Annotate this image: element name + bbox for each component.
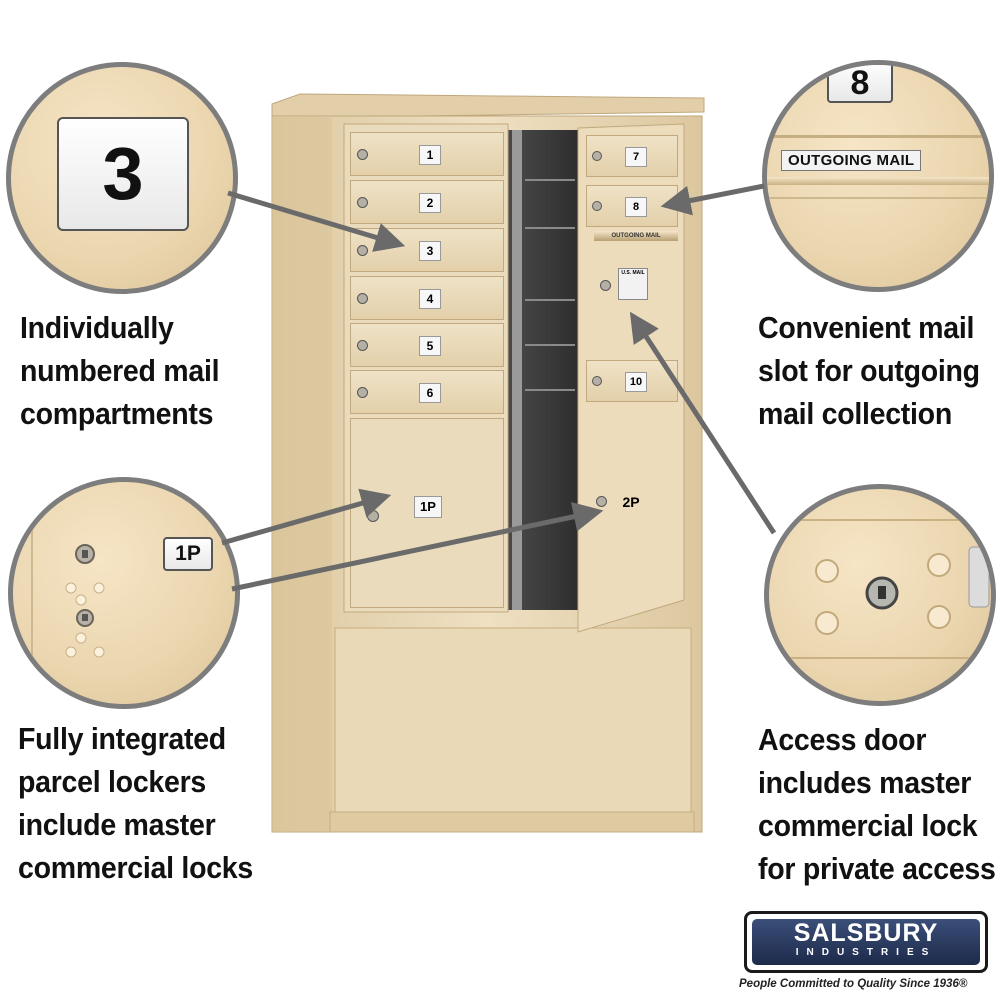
lock-icon: [357, 197, 368, 208]
lock-icon: [592, 376, 602, 386]
caption-outgoing-slot: Convenient mail slot for outgoing mail c…: [758, 310, 980, 431]
zoom-circle-access-lock: [764, 484, 996, 706]
zoom-compartment-number: 3: [57, 117, 189, 231]
lock-icon: [592, 151, 602, 161]
mail-compartment-door[interactable]: 7: [586, 135, 678, 177]
zoom-parcel-number: 1P: [163, 537, 213, 571]
compartment-number: 1: [419, 145, 441, 165]
zoom-circle-outgoing: 8 OUTGOING MAIL: [762, 60, 994, 292]
compartment-number: 3: [419, 241, 441, 261]
compartment-number: 8: [625, 197, 647, 217]
lock-and-rivets-icon: [65, 544, 105, 658]
panel-edge-top: [769, 519, 991, 521]
parcel-locker-2p-label: 2P: [622, 494, 640, 510]
parcel-2p-lock-icon: [596, 496, 607, 507]
access-door-lock-icon: [600, 280, 611, 291]
slot-edge: [767, 197, 989, 199]
lock-icon: [357, 387, 368, 398]
lock-icon: [357, 245, 368, 256]
lock-icon: [357, 340, 368, 351]
zoom-circle-compartment: 3: [6, 62, 238, 294]
panel-edge-bottom: [769, 657, 991, 659]
lock-icon: [357, 149, 368, 160]
zoom-outgoing-label: OUTGOING MAIL: [781, 150, 922, 171]
compartment-number: 5: [419, 336, 441, 356]
compartment-number: 7: [625, 147, 647, 167]
mail-compartment-door[interactable]: 4: [350, 276, 504, 320]
caption-access-door: Access door includes master commercial l…: [758, 722, 996, 886]
mail-compartment-door[interactable]: 2: [350, 180, 504, 224]
mail-compartment-door[interactable]: 3: [350, 228, 504, 272]
logo-brand-sub: INDUSTRIES: [795, 947, 937, 958]
parcel-lock-icon: [367, 510, 379, 522]
logo-brand-name: SALSBURY: [793, 919, 939, 947]
mail-compartment-door[interactable]: 8: [586, 185, 678, 227]
zoom-outgoing-number: 8: [827, 65, 893, 103]
door-divider: [767, 135, 989, 138]
compartment-number: 10: [625, 372, 647, 392]
mail-compartment-door[interactable]: 10: [586, 360, 678, 402]
mail-compartment-door[interactable]: 6: [350, 370, 504, 414]
salsbury-logo: SALSBURY INDUSTRIES: [744, 911, 988, 973]
usps-label: U.S. MAIL: [618, 268, 648, 300]
logo-plate: SALSBURY INDUSTRIES: [752, 919, 980, 965]
door-edge: [31, 482, 33, 704]
brand-tagline: People Committed to Quality Since 1936®: [739, 978, 968, 990]
zoom-circle-parcel: 1P: [8, 477, 240, 709]
outgoing-mail-slot[interactable]: OUTGOING MAIL: [594, 231, 678, 241]
compartment-number: 2: [419, 193, 441, 213]
mail-compartment-door[interactable]: 5: [350, 323, 504, 367]
caption-mail-compartments: Individually numbered mail compartments: [20, 310, 220, 431]
mail-compartment-door[interactable]: 1: [350, 132, 504, 176]
master-lock-icon: [815, 546, 990, 635]
compartment-number: 4: [419, 289, 441, 309]
lock-icon: [357, 293, 368, 304]
compartment-number: 6: [419, 383, 441, 403]
mail-slot-lip: [767, 177, 989, 185]
caption-parcel-lockers: Fully integrated parcel lockers include …: [18, 721, 253, 885]
lock-icon: [592, 201, 602, 211]
